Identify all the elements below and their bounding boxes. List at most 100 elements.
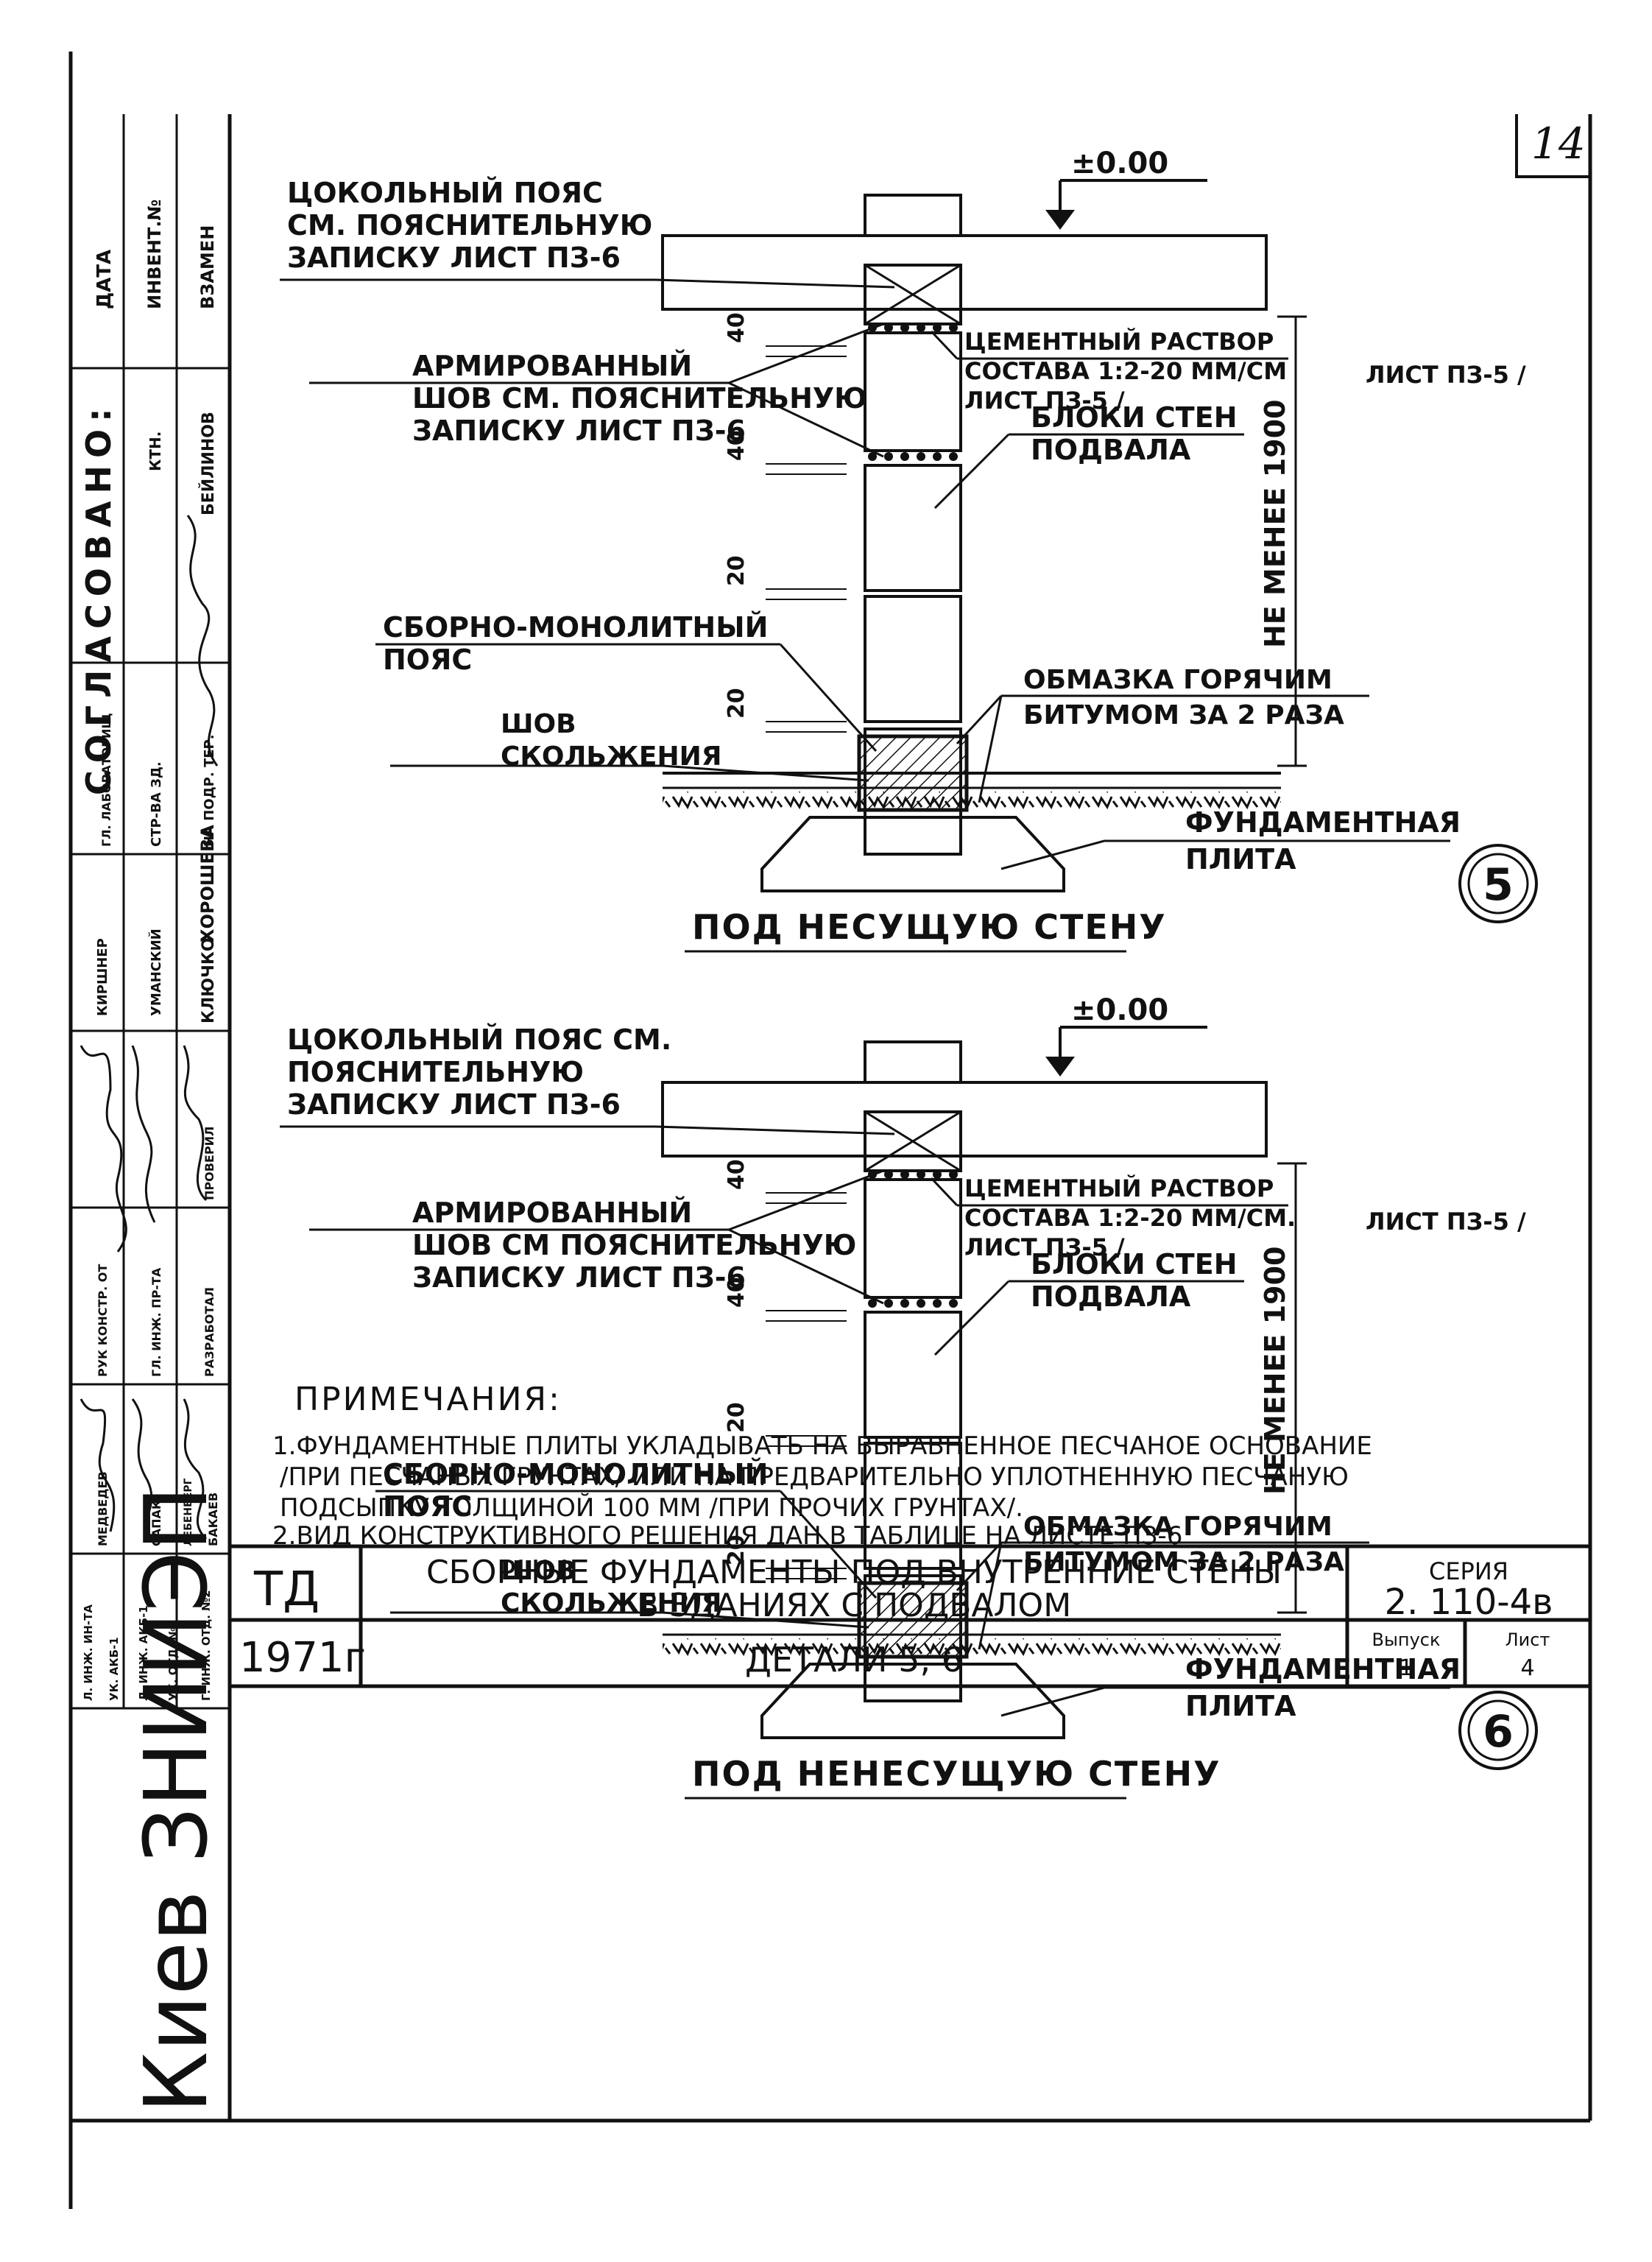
seam-bead <box>884 323 893 332</box>
page-number-box: 14 <box>1515 114 1590 178</box>
seam-bead <box>933 1170 942 1179</box>
approval-header: СОГЛАСОВАНО: <box>79 401 119 795</box>
seam-bead <box>949 1170 958 1179</box>
approval-row: БЕЙЛИНОВ <box>199 412 218 515</box>
signatures <box>80 515 219 1540</box>
floor-slab <box>661 1081 1268 1158</box>
soil-hatch <box>663 1638 1281 1657</box>
foundation-label: ПЛИТА <box>1185 1690 1296 1722</box>
doc-year: 1971г <box>239 1634 366 1682</box>
seam-bead <box>949 452 958 461</box>
approval-row: НА ПОДР. ТЕР. <box>202 734 217 847</box>
leader-line <box>978 695 1003 803</box>
leader-line <box>956 694 1003 745</box>
seam-bead <box>900 1170 909 1179</box>
mortar-label: ЦЕМЕНТНЫЙ РАСТВОР <box>964 1174 1274 1202</box>
seam-bead <box>933 1299 942 1308</box>
staff-role: УК. АКБ-1 <box>107 1637 121 1701</box>
plinth-belt-label: ЦОКОЛЬНЫЙ ПОЯС СМ. <box>287 1023 671 1056</box>
title-line-2: В ЗДАНИЯХ С ПОДВАЛОМ <box>637 1587 1071 1624</box>
blocks-label: БЛОКИ СТЕН <box>1031 401 1238 434</box>
slip-seam-label: ШОВ <box>501 1556 576 1586</box>
seam-bead <box>917 323 925 332</box>
leader-line <box>728 1228 884 1305</box>
seam-bead <box>900 452 909 461</box>
approval-strip <box>71 114 230 1710</box>
wall-block <box>864 1178 962 1299</box>
leader-line <box>930 1177 959 1207</box>
issue-label: Выпуск <box>1372 1629 1441 1650</box>
wall-block <box>864 464 962 592</box>
plinth-diagonal <box>864 264 961 325</box>
author-stamp: Киев ЗНИИЭП <box>125 1486 227 2113</box>
foundation-label: ФУНДАМЕНТНАЯ <box>1185 806 1461 839</box>
leader-line <box>933 1280 1010 1356</box>
mortar-label: СОСТАВА 1:2-20 ММ/СМ. <box>964 1204 1296 1232</box>
series-value: 2. 110-4в <box>1385 1582 1553 1623</box>
leader-line <box>654 1125 895 1135</box>
leader-line <box>662 1611 869 1629</box>
dim-value: 20 <box>724 1535 749 1565</box>
staff-role: САПАК <box>149 1500 163 1546</box>
staff-name: КЛЮЧКО <box>200 937 218 1023</box>
leader-line <box>933 433 1010 510</box>
dim-value: 20 <box>724 1402 749 1433</box>
monolithic-belt-label: ПОЯС <box>383 1490 472 1523</box>
wall-block <box>864 1442 962 1570</box>
reinforced-seam-label: ШОВ СМ. ПОЯСНИТЕЛЬНУЮ <box>412 382 867 415</box>
reinforced-seam-label: ЗАПИСКУ ЛИСТ ПЗ-6 <box>412 1261 746 1294</box>
leader-line <box>1000 839 1105 870</box>
seam-bead <box>949 1299 958 1308</box>
note-line: /ПРИ ПЕСЧАНЫХ ГРУНТАХ/ ИЛИ НА ПРЕДВАРИТЕ… <box>280 1462 1349 1492</box>
approval-row: КТН. <box>147 431 164 471</box>
foundation-label: ПЛИТА <box>1185 843 1296 875</box>
detail-circle-inner <box>1467 853 1529 915</box>
leader-line <box>930 330 959 360</box>
plinth-belt-label: ЗАПИСКУ ЛИСТ ПЗ-6 <box>287 1088 621 1121</box>
bitumen-label: ОБМАЗКА ГОРЯЧИМ <box>1023 1512 1332 1542</box>
leader-line <box>978 1542 1003 1650</box>
level-triangle <box>1045 1057 1075 1077</box>
mortar-ref: ЛИСТ ПЗ-5 / <box>1366 361 1526 389</box>
sheet-value: 4 <box>1520 1655 1534 1681</box>
leader-line <box>779 1490 878 1599</box>
title-block-texts: ТД 1971г СБОРНЫЕ ФУНДАМЕНТЫ ПОД ВНУТРЕНН… <box>239 1554 1553 1682</box>
staff-role: ГЛ. ИНЖ. ПР-ТА <box>149 1267 163 1377</box>
seam-bead <box>900 323 909 332</box>
seam-bead <box>949 323 958 332</box>
level-triangle <box>1045 210 1075 230</box>
staff-name: ХОРОШЕВА <box>197 825 218 942</box>
staff-role: УК. ОТД. №2 <box>166 1620 180 1702</box>
plinth-belt-label: ЗАПИСКУ ЛИСТ ПЗ-6 <box>287 242 621 274</box>
mortar-label: ЛИСТ ПЗ-5 / <box>964 1233 1125 1261</box>
staff-role: Л. ИНЖ. ИН-ТА <box>82 1604 95 1701</box>
detail-number: 6 <box>1483 1706 1514 1758</box>
reinforced-seam-label: ЗАПИСКУ ЛИСТ ПЗ-6 <box>412 415 746 447</box>
bitumen-label: ОБМАЗКА ГОРЯЧИМ <box>1023 665 1332 695</box>
dim-value: 40 <box>724 1159 749 1190</box>
plinth-belt <box>864 264 962 325</box>
staff-role: ЛЕБЕНБЕРГ <box>183 1478 194 1546</box>
detail-caption: ПОД НЕНЕСУЩУЮ СТЕНУ <box>692 1754 1221 1794</box>
seam-bead <box>884 452 893 461</box>
monolithic-belt-label: СБОРНО-МОНОЛИТНЫЙ <box>383 1458 768 1490</box>
seam-bead <box>900 1299 909 1308</box>
blocks-label: ПОДВАЛА <box>1031 1280 1191 1313</box>
seam-bead <box>917 1170 925 1179</box>
note-line: 2.ВИД КОНСТРУКТИВНОГО РЕШЕНИЯ ДАН В ТАБЛ… <box>272 1521 1182 1551</box>
leader-line <box>728 381 884 458</box>
notes-title: ПРИМЕЧАНИЯ: <box>294 1381 562 1418</box>
staff-role: РУК КОНСТР. ОТ <box>96 1264 110 1377</box>
wall-block <box>864 595 962 723</box>
level-label: ±0.00 <box>1071 993 1168 1027</box>
foundation-label: ФУНДАМЕНТНАЯ <box>1185 1653 1461 1685</box>
reinforced-seam-label: АРМИРОВАННЫЙ <box>412 350 692 382</box>
staff-role: ПРОВЕРИЛ <box>202 1127 216 1200</box>
mortar-label: ЦЕМЕНТНЫЙ РАСТВОР <box>964 328 1274 356</box>
seam-bead <box>868 1299 877 1308</box>
height-note: НЕ МЕНЕЕ 1900 <box>1259 400 1291 648</box>
bitumen-label: БИТУМОМ ЗА 2 РАЗА <box>1023 1547 1344 1577</box>
